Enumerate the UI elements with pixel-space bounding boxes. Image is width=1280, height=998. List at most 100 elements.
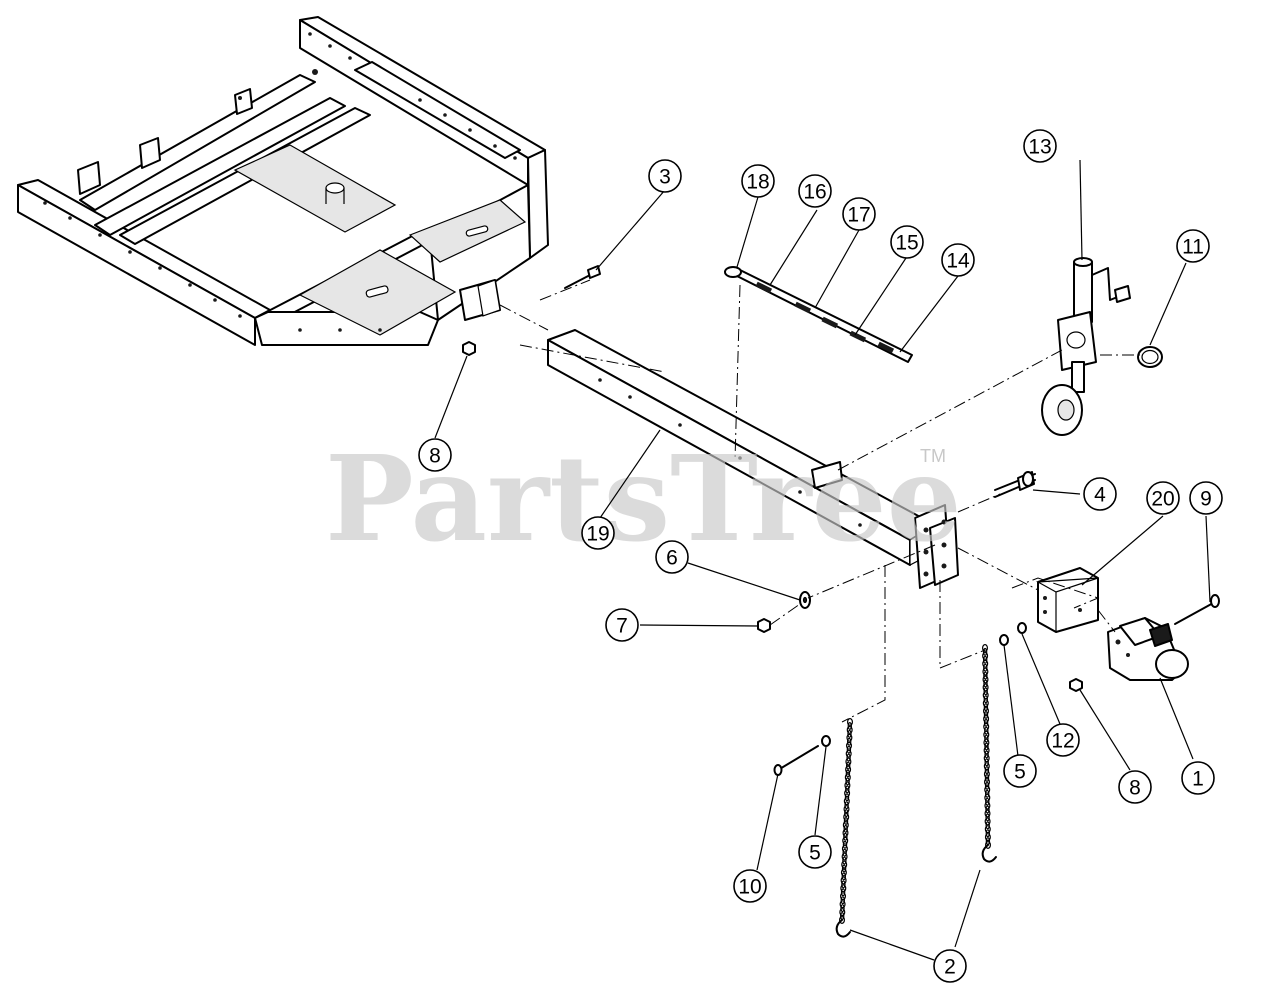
- chain-link: [985, 821, 990, 830]
- callout-label: 5: [1014, 761, 1026, 784]
- chain-link: [842, 856, 847, 865]
- chain-link: [984, 825, 991, 834]
- chain-link: [983, 663, 988, 672]
- chain-link: [841, 852, 848, 861]
- chain-link: [983, 695, 989, 704]
- chain-link: [846, 717, 853, 726]
- callout-c9: 9: [1189, 481, 1223, 515]
- chain-link: [847, 729, 852, 738]
- callout-label: 18: [746, 171, 769, 194]
- chain-link: [841, 844, 848, 853]
- callout-circle: [655, 540, 689, 574]
- callout-circle: [1046, 723, 1080, 757]
- chain-link: [844, 781, 851, 790]
- chain-link: [840, 888, 846, 897]
- chain-link: [984, 781, 990, 790]
- chain-link: [985, 813, 990, 822]
- callout-c1: 1: [1181, 761, 1215, 795]
- chain-link: [983, 777, 990, 786]
- chain-link: [841, 880, 846, 889]
- chain-link: [984, 817, 991, 826]
- callout-label: 2: [944, 956, 956, 979]
- chain-link: [983, 754, 990, 763]
- chain-link: [983, 655, 988, 664]
- chain-link: [984, 833, 991, 842]
- chain-link: [840, 876, 847, 885]
- chain-link: [982, 675, 989, 684]
- chain-link: [842, 828, 849, 837]
- callout-circle: [941, 243, 975, 277]
- callout-circle: [933, 949, 967, 983]
- chain-link: [839, 908, 846, 917]
- chain-link: [983, 770, 990, 779]
- callout-circle: [1176, 229, 1210, 263]
- chain-link: [842, 840, 848, 849]
- callout-label: 1: [1192, 768, 1204, 791]
- chain-link: [842, 848, 847, 857]
- callout-label: 13: [1028, 136, 1051, 159]
- chain-link: [841, 872, 847, 881]
- chain-link: [983, 703, 989, 712]
- callout-circle: [890, 225, 924, 259]
- chain-link: [843, 812, 850, 821]
- callout-label: 12: [1051, 730, 1074, 753]
- callout-circle: [1083, 477, 1117, 511]
- ball-coupler: [1107, 617, 1189, 681]
- chain-link: [982, 651, 989, 660]
- chain-link: [841, 860, 848, 869]
- callout-c12: 12: [1046, 723, 1080, 757]
- chain-link: [982, 706, 989, 715]
- chain-link: [840, 896, 846, 905]
- adapter-bracket: [1035, 567, 1099, 633]
- leader-lines: [434, 159, 1211, 961]
- callout-c5b: 5: [1003, 754, 1037, 788]
- chain-link: [984, 766, 990, 775]
- chain-link: [847, 737, 852, 746]
- chain-hook: [835, 919, 851, 938]
- callout-circle: [1189, 481, 1223, 515]
- callout-c11: 11: [1176, 229, 1210, 263]
- chain-link: [984, 726, 989, 735]
- callout-c15: 15: [890, 225, 924, 259]
- nut-7: [757, 618, 771, 633]
- washer-5a: [821, 735, 831, 747]
- safety-chain-left: [835, 717, 853, 938]
- callout-c16: 16: [798, 174, 832, 208]
- callout-circle: [741, 164, 775, 198]
- callout-label: 8: [429, 445, 441, 468]
- chain-link: [847, 721, 853, 730]
- chain-link: [840, 904, 845, 913]
- callout-circle: [798, 174, 832, 208]
- callout-circle: [733, 869, 767, 903]
- bolt-10: [773, 745, 819, 776]
- deck-frame: [17, 16, 549, 346]
- washer-5b: [999, 634, 1009, 646]
- chain-link: [843, 816, 849, 825]
- chain-hook: [981, 844, 997, 863]
- chain-link: [846, 761, 851, 770]
- callout-circle: [798, 835, 832, 869]
- callout-label: 11: [1182, 236, 1204, 259]
- chain-link: [839, 900, 846, 909]
- callout-label: 3: [659, 166, 671, 189]
- chain-link: [843, 824, 848, 833]
- chain-link: [984, 734, 989, 743]
- callout-circle: [1118, 770, 1152, 804]
- callout-c3: 3: [648, 159, 682, 193]
- nut-8b: [1069, 678, 1083, 692]
- chain-link: [845, 765, 852, 774]
- chain-link: [846, 725, 853, 734]
- jack-stand: [1041, 257, 1131, 436]
- callout-c6: 6: [655, 540, 689, 574]
- callout-label: 4: [1094, 484, 1106, 507]
- callout-label: 17: [847, 204, 870, 227]
- chain-link: [983, 679, 988, 688]
- nut-12: [1017, 622, 1027, 634]
- chain-link: [846, 745, 852, 754]
- chain-link: [985, 797, 990, 806]
- washer-6: [799, 591, 811, 609]
- callout-label: 20: [1151, 488, 1174, 511]
- callout-c19: 19: [581, 516, 615, 550]
- callout-c2: 2: [933, 949, 967, 983]
